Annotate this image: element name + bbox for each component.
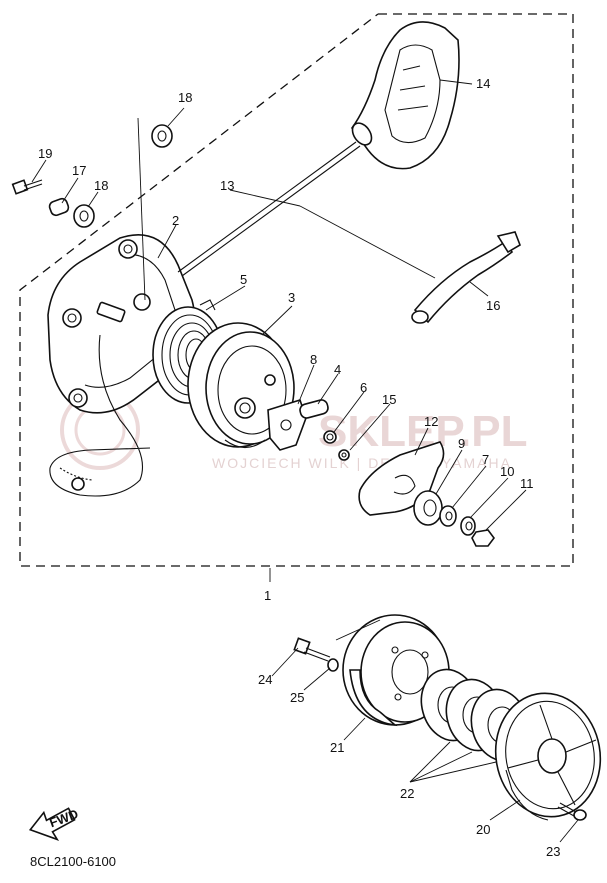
starter-rope <box>177 141 361 277</box>
callout-18a: 18 <box>178 90 192 105</box>
callout-4: 4 <box>334 362 341 377</box>
callout-14: 14 <box>476 76 490 91</box>
callout-labels: 14 18 19 17 18 13 2 5 3 16 8 4 6 15 12 9… <box>38 76 560 859</box>
callout-15: 15 <box>382 392 396 407</box>
callout-20: 20 <box>476 822 490 837</box>
callout-24: 24 <box>258 672 272 687</box>
fwd-label: FWD <box>47 806 80 830</box>
fwd-arrow-icon: FWD <box>28 806 80 841</box>
starter-handle <box>351 21 460 170</box>
leader-lines <box>31 79 579 843</box>
callout-18b: 18 <box>94 178 108 193</box>
callout-16: 16 <box>486 298 500 313</box>
callout-11: 11 <box>520 476 534 491</box>
assembly-boundary <box>19 13 574 567</box>
callout-2: 2 <box>172 213 179 228</box>
pulley-bolt <box>293 637 339 672</box>
callout-21: 21 <box>330 740 344 755</box>
callout-23: 23 <box>546 844 560 859</box>
callout-8: 8 <box>310 352 317 367</box>
callout-7: 7 <box>482 452 489 467</box>
diagram-code: 8CL2100-6100 <box>30 854 116 869</box>
callout-3: 3 <box>288 290 295 305</box>
plate-screw <box>557 802 587 821</box>
fastener-stack <box>413 490 495 547</box>
callout-22: 22 <box>400 786 414 801</box>
callout-17: 17 <box>72 163 86 178</box>
pulley-plate <box>494 692 602 821</box>
mount-hardware <box>11 124 173 228</box>
callout-25: 25 <box>290 690 304 705</box>
callout-12: 12 <box>424 414 438 429</box>
callout-6: 6 <box>360 380 367 395</box>
callout-13: 13 <box>220 178 234 193</box>
callout-1: 1 <box>264 588 271 603</box>
watermark-tagline: WOJCIECH WILK | DEALER YAMAHA <box>212 455 512 471</box>
callout-5: 5 <box>240 272 247 287</box>
callout-19: 19 <box>38 146 52 161</box>
callout-10: 10 <box>500 464 514 479</box>
rope-guide <box>411 231 521 324</box>
callout-9: 9 <box>458 436 465 451</box>
